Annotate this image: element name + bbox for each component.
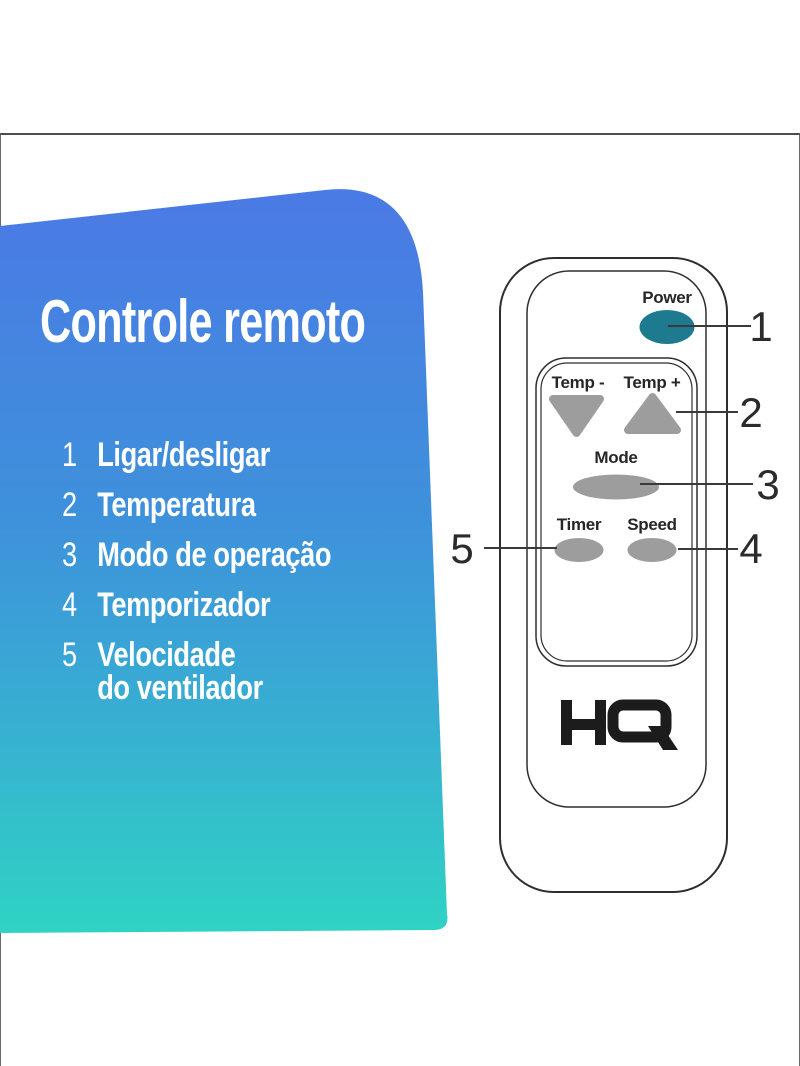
item-number: 3 (62, 536, 78, 574)
list-item: 1 Ligar/desligar (62, 437, 331, 473)
temp-minus-label: Temp - (552, 373, 605, 392)
temp-up-button (624, 393, 681, 434)
item-number: 2 (62, 486, 78, 524)
power-button (639, 310, 695, 344)
remote-body (499, 257, 728, 893)
list-item: 5 Velocidade do ventilador (62, 637, 331, 705)
timer-button (554, 538, 604, 562)
item-label-line1: Velocidade (97, 636, 236, 674)
page-title: Controle remoto (40, 292, 492, 352)
feature-list: 1 Ligar/desligar 2 Temperatura 3 Modo de… (62, 437, 398, 719)
list-item: 4 Temporizador (62, 587, 331, 623)
keypad-panel-inner-line (540, 362, 693, 662)
keypad-panel (535, 357, 698, 667)
item-number: 1 (62, 436, 78, 474)
remote-faceplate (526, 270, 707, 808)
mode-label: Mode (594, 448, 637, 467)
remote-control: Power Temp - Temp + Mode Timer Speed (499, 257, 728, 893)
callout-number-5: 5 (450, 525, 473, 572)
power-label: Power (642, 288, 692, 307)
speed-label: Speed (627, 515, 677, 534)
mode-button (573, 474, 659, 500)
callout-lines (484, 325, 753, 550)
temp-down-button (549, 395, 604, 437)
item-number: 5 (62, 636, 78, 674)
item-label: Velocidade do ventilador (97, 636, 263, 707)
speed-button (627, 538, 677, 562)
logo-letter-q-ring (607, 699, 672, 743)
item-number: 4 (62, 586, 78, 624)
page-title-text: Controle remoto (40, 288, 366, 355)
gradient-panel (0, 189, 448, 934)
brand-logo-hq (561, 699, 678, 750)
list-item: 2 Temperatura (62, 487, 331, 523)
item-label: Temperatura (97, 486, 256, 524)
callout-number-1: 1 (749, 303, 772, 350)
callout-number-2: 2 (739, 389, 762, 436)
callout-number-4: 4 (739, 525, 762, 572)
callout-number-3: 3 (756, 461, 779, 508)
item-label: Temporizador (97, 586, 271, 624)
logo-letter-h (561, 700, 606, 745)
list-item: 3 Modo de operação (62, 536, 332, 574)
item-label-line2: do ventilador (97, 669, 263, 707)
callout-numbers: 1 2 3 4 5 (450, 303, 779, 572)
logo-letter-q-tail (648, 726, 678, 750)
timer-label: Timer (557, 515, 602, 534)
item-label: Modo de operação (97, 536, 332, 574)
temp-plus-label: Temp + (624, 373, 681, 392)
item-label: Ligar/desligar (97, 436, 270, 474)
